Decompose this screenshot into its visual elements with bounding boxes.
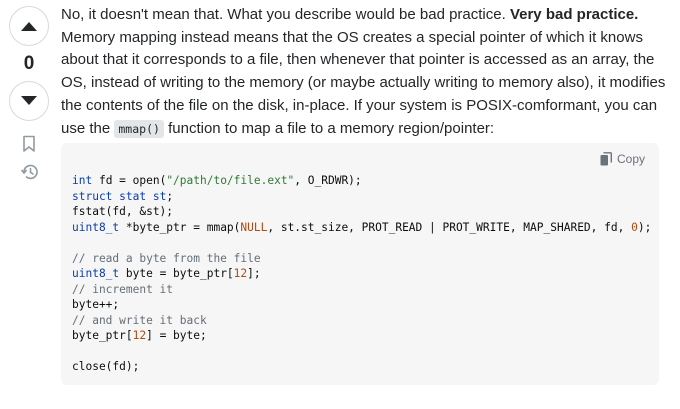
code-token: byte_ptr[ xyxy=(72,329,133,342)
code-line: byte_ptr[12] = byte; xyxy=(72,329,207,342)
code-token: // read a byte from the file xyxy=(72,251,261,265)
caret-down-icon xyxy=(21,96,37,105)
vote-count: 0 xyxy=(23,53,35,74)
code-line: // read a byte from the file xyxy=(72,252,261,265)
code-line: close(fd); xyxy=(72,360,139,373)
code-token: 12 xyxy=(132,329,147,342)
code-token: *byte_ptr = mmap( xyxy=(119,220,241,234)
code-token: // and write it back xyxy=(72,313,207,327)
code-token: close(fd); xyxy=(72,360,140,373)
code-block: Copy int fd = open("/path/to/file.ext", … xyxy=(61,143,659,385)
bold-text: Very bad practice. xyxy=(509,6,639,23)
code-token: uint8_t xyxy=(72,267,120,280)
code-token: 0 xyxy=(631,220,638,234)
code-token: // increment it xyxy=(72,282,174,296)
code-token xyxy=(146,190,153,203)
code-line: uint8_t byte = byte_ptr[12]; xyxy=(72,267,261,280)
code-token: stat xyxy=(119,189,147,203)
upvote-button[interactable] xyxy=(9,6,49,46)
code-token: , O_RDWR); xyxy=(294,174,362,187)
code-line: struct stat st; xyxy=(72,190,173,203)
code-line: int fd = open("/path/to/file.ext", O_RDW… xyxy=(72,174,362,187)
code-line: uint8_t *byte_ptr = mmap(NULL, st.st_siz… xyxy=(72,221,651,234)
text-segment: Memory mapping instead means that the OS… xyxy=(61,28,666,137)
code-line: fstat(fd, &st); xyxy=(72,205,173,218)
bookmark-icon xyxy=(23,135,35,152)
inline-code: mmap() xyxy=(114,119,164,138)
code-token: , st.st_size, PROT_READ | PROT_WRITE, MA… xyxy=(267,220,632,234)
code-token: fstat(fd, &st); xyxy=(72,205,174,218)
code-token: uint8_t xyxy=(72,220,120,234)
code-token: 12 xyxy=(233,267,248,280)
vote-column: 0 xyxy=(6,6,52,183)
code-token: int xyxy=(72,174,93,187)
code-token: struct xyxy=(72,189,113,203)
code-token: "/path/to/file.ext" xyxy=(166,174,295,187)
caret-up-icon xyxy=(21,22,37,31)
code-line: // increment it xyxy=(72,283,173,296)
code-line: // and write it back xyxy=(72,314,207,327)
code-token: ]; xyxy=(247,267,261,280)
code-token: st xyxy=(152,189,167,203)
code-line: byte++; xyxy=(72,298,119,311)
history-icon xyxy=(20,164,38,180)
history-button[interactable] xyxy=(17,161,41,183)
answer-body: No, it doesn't mean that. What you descr… xyxy=(61,4,666,140)
copy-button[interactable]: Copy xyxy=(600,152,645,166)
code-token: NULL xyxy=(240,220,268,234)
code-content: int fd = open("/path/to/file.ext", O_RDW… xyxy=(72,173,651,375)
downvote-button[interactable] xyxy=(9,81,49,121)
code-token: fd = open( xyxy=(92,174,167,187)
copy-label: Copy xyxy=(616,152,645,166)
code-token: ; xyxy=(166,189,174,203)
code-token: byte = byte_ptr[ xyxy=(119,267,234,280)
text-segment: No, it doesn't mean that. What you descr… xyxy=(61,6,510,23)
answer-paragraph: No, it doesn't mean that. What you descr… xyxy=(61,4,666,140)
code-token: byte++; xyxy=(72,298,120,311)
code-token: ); xyxy=(637,220,652,234)
text-segment: function to map a file to a memory regio… xyxy=(163,119,495,137)
bookmark-button[interactable] xyxy=(17,133,41,155)
code-token: ] = byte; xyxy=(146,329,207,342)
copy-icon xyxy=(600,152,612,166)
